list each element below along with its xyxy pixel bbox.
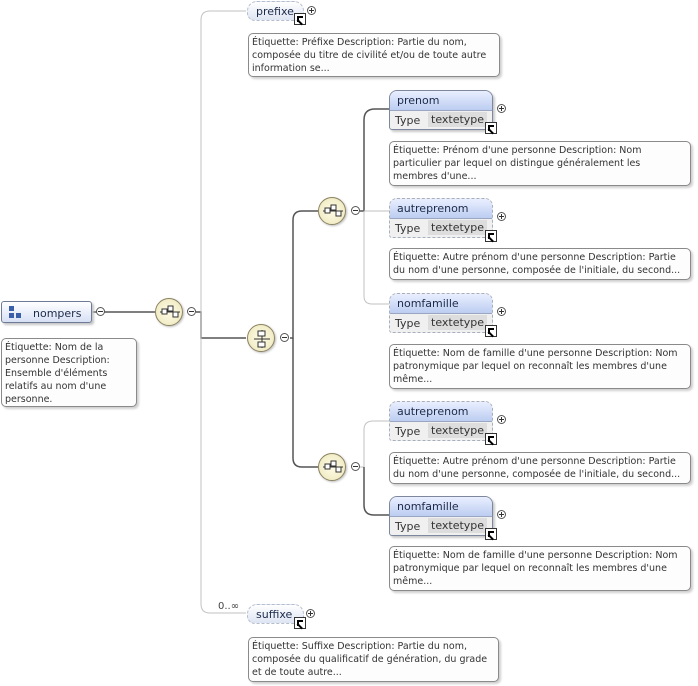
element-nomfamille-a[interactable]: nomfamille Type textetype [389, 293, 493, 333]
collapse-toggle-choice[interactable] [280, 333, 289, 342]
sequence-compositor-a[interactable] [318, 197, 346, 225]
collapse-toggle-sequence-b[interactable] [351, 462, 360, 471]
reference-arrow-icon[interactable] [485, 528, 497, 540]
reference-arrow-icon[interactable] [294, 13, 306, 25]
suffixe-label: suffixe [256, 608, 293, 621]
autreprenom-label: autreprenom [397, 202, 469, 215]
reference-arrow-icon[interactable] [294, 617, 306, 629]
expand-toggle-prefixe[interactable] [307, 6, 316, 15]
type-key: Type [395, 114, 421, 127]
nomfamille-label: nomfamille [397, 500, 459, 513]
autreprenom-label: autreprenom [397, 405, 469, 418]
type-key: Type [395, 317, 421, 330]
expand-toggle-autreprenom-a[interactable] [497, 212, 506, 221]
sequence-compositor[interactable] [155, 298, 183, 326]
element-prenom[interactable]: prenom Type textetype [389, 90, 493, 130]
element-prefixe[interactable]: prefixe [247, 1, 304, 21]
expand-toggle-prenom[interactable] [497, 104, 506, 113]
root-element-nompers[interactable]: nompers [1, 301, 92, 323]
autreprenom-b-documentation: Étiquette: Autre prénom d'une personne D… [389, 452, 691, 484]
element-nomfamille-b[interactable]: nomfamille Type textetype [389, 496, 493, 536]
collapse-toggle-sequence[interactable] [187, 307, 196, 316]
type-key: Type [395, 222, 421, 235]
reference-arrow-icon[interactable] [485, 122, 497, 134]
reference-arrow-icon[interactable] [485, 230, 497, 242]
collapse-toggle-sequence-a[interactable] [351, 206, 360, 215]
element-icon [9, 306, 21, 318]
type-value: textetype [428, 423, 488, 438]
type-key: Type [395, 520, 421, 533]
suffixe-documentation: Étiquette: Suffixe Description: Partie d… [248, 637, 499, 682]
type-value: textetype [428, 220, 488, 235]
nomfamille-label: nomfamille [397, 297, 459, 310]
autreprenom-a-documentation: Étiquette: Autre prénom d'une personne D… [389, 248, 691, 280]
expand-toggle-suffixe[interactable] [306, 609, 315, 618]
expand-toggle-nomfamille-a[interactable] [497, 307, 506, 316]
expand-toggle-autreprenom-b[interactable] [497, 415, 506, 424]
prefixe-documentation: Étiquette: Préfixe Description: Partie d… [248, 33, 500, 77]
type-value: textetype [428, 518, 488, 533]
element-autreprenom-b[interactable]: autreprenom Type textetype [389, 401, 493, 441]
choice-icon [254, 330, 270, 348]
suffixe-occurrence: 0..∞ [218, 601, 240, 612]
nomfamille-a-documentation: Étiquette: Nom de famille d'une personne… [389, 344, 691, 389]
root-documentation: Étiquette: Nom de la personne Descriptio… [1, 338, 137, 407]
type-value: textetype [428, 112, 488, 127]
root-label: nompers [33, 307, 82, 320]
collapse-toggle-root[interactable] [96, 307, 105, 316]
reference-arrow-icon[interactable] [485, 325, 497, 337]
prenom-label: prenom [397, 94, 440, 107]
reference-arrow-icon[interactable] [485, 433, 497, 445]
element-suffixe[interactable]: suffixe [247, 604, 304, 624]
prefixe-label: prefixe [256, 5, 294, 18]
element-autreprenom-a[interactable]: autreprenom Type textetype [389, 198, 493, 238]
choice-compositor[interactable] [247, 324, 275, 352]
expand-toggle-nomfamille-b[interactable] [497, 510, 506, 519]
sequence-icon [323, 204, 343, 217]
type-key: Type [395, 425, 421, 438]
sequence-icon [160, 305, 180, 318]
nomfamille-b-documentation: Étiquette: Nom de famille d'une personne… [389, 546, 691, 591]
type-value: textetype [428, 315, 488, 330]
prenom-documentation: Étiquette: Prénom d'une personne Descrip… [389, 141, 691, 186]
sequence-icon [323, 460, 343, 473]
sequence-compositor-b[interactable] [318, 453, 346, 481]
